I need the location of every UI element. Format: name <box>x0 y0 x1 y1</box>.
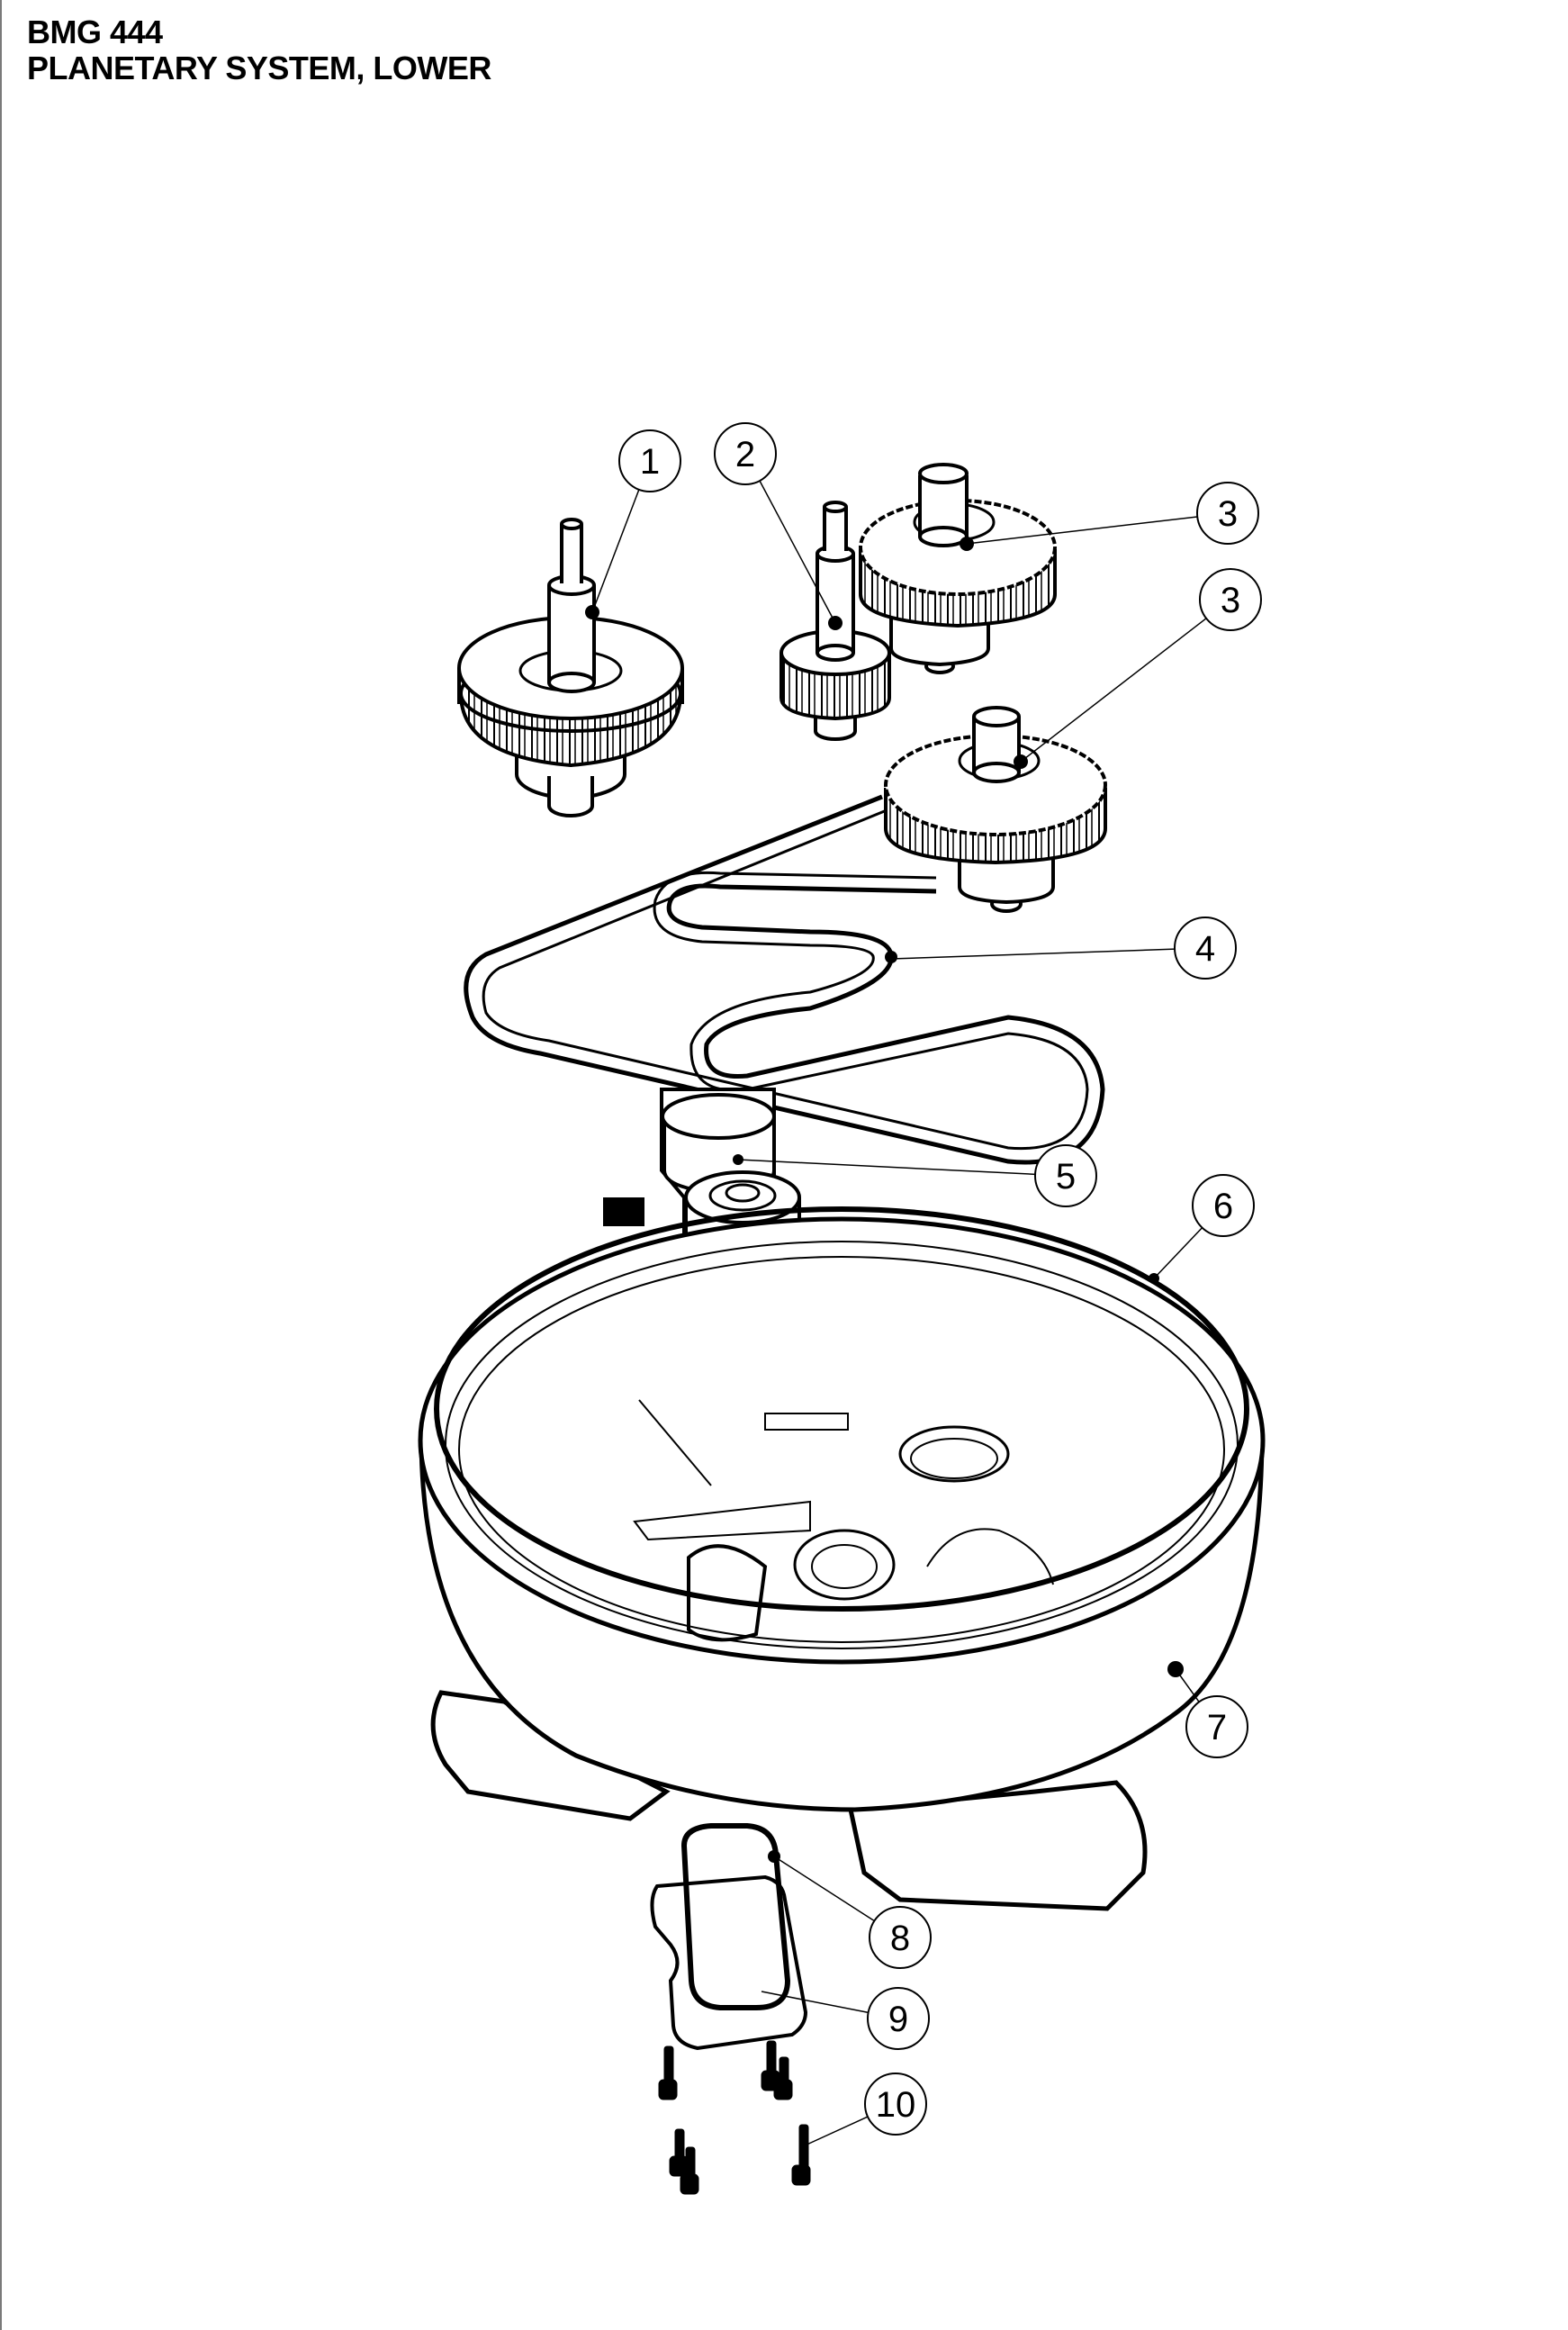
callout-4-drive-belt: 4 <box>890 917 1237 980</box>
part-9-cover-plate <box>650 1874 808 2051</box>
title-block: BMG 444 PLANETARY SYSTEM, LOWER <box>27 14 491 86</box>
leader-line <box>802 2116 869 2147</box>
callout-circle <box>1174 917 1237 980</box>
callout-number: 1 <box>640 442 660 482</box>
leader-line <box>773 1856 875 1922</box>
leader-line <box>591 489 640 613</box>
callout-circle <box>867 1987 930 2050</box>
callout-circle <box>1196 482 1259 545</box>
callout-10-screws: 10 <box>802 2073 927 2147</box>
part-3-planetary-gear-lower <box>884 706 1107 913</box>
callout-circle <box>1199 568 1262 631</box>
callout-number: 3 <box>1218 494 1238 534</box>
callout-number: 9 <box>888 2000 908 2039</box>
leader-line <box>737 1159 1036 1176</box>
leader-line <box>890 948 1176 960</box>
callout-9-cover-plate: 9 <box>761 1987 930 2050</box>
callout-3-planetary-gear-assembly-upper: 3 <box>966 482 1259 545</box>
callout-circle <box>1034 1144 1097 1207</box>
callout-circle <box>1192 1174 1255 1237</box>
part-2-small-gear <box>779 501 891 741</box>
callout-6-o-ring-seal: 6 <box>1153 1174 1255 1279</box>
callout-circle <box>1185 1695 1248 1758</box>
callout-circle <box>618 429 681 492</box>
leader-line <box>966 516 1198 545</box>
leader-line <box>1175 1668 1200 1702</box>
callout-7-lower-housing: 7 <box>1175 1668 1248 1758</box>
callout-number: 7 <box>1207 1708 1227 1748</box>
callout-5-belt-tensioner: 5 <box>737 1144 1097 1207</box>
leader-line <box>759 480 836 624</box>
callout-circle <box>864 2073 927 2136</box>
callout-number: 3 <box>1221 581 1240 620</box>
callout-number: 2 <box>735 435 755 474</box>
callout-circle <box>714 422 777 485</box>
callout-number: 4 <box>1195 929 1215 969</box>
leader-line <box>761 1991 869 2014</box>
model-number: BMG 444 <box>27 14 163 50</box>
callout-number: 5 <box>1056 1157 1076 1197</box>
leader-line <box>1020 618 1207 763</box>
callout-8-cover-gasket: 8 <box>773 1856 932 1969</box>
callout-number: 6 <box>1213 1187 1233 1226</box>
part-7-lower-housing <box>418 1216 1266 1911</box>
callouts: 1 2 3 3 4 5 6 7 8 9 10 <box>591 422 1262 2147</box>
callout-circle <box>869 1906 932 1969</box>
part-3-planetary-gear-upper <box>859 463 1057 674</box>
part-4-drive-belt <box>464 794 1105 1165</box>
callout-2-planetary-gear-small: 2 <box>714 422 836 624</box>
page-left-border <box>0 0 2 2330</box>
callout-1-planetary-gear-assembly-left: 1 <box>591 429 681 613</box>
callout-3-planetary-gear-assembly-lower: 3 <box>1020 568 1262 763</box>
callout-number: 10 <box>876 2085 916 2125</box>
part-10-screws <box>658 2040 811 2195</box>
page-title: PLANETARY SYSTEM, LOWER <box>27 50 491 86</box>
callout-number: 8 <box>890 1919 910 1958</box>
leader-line <box>1153 1227 1203 1279</box>
part-1-planetary-gear <box>457 518 684 817</box>
